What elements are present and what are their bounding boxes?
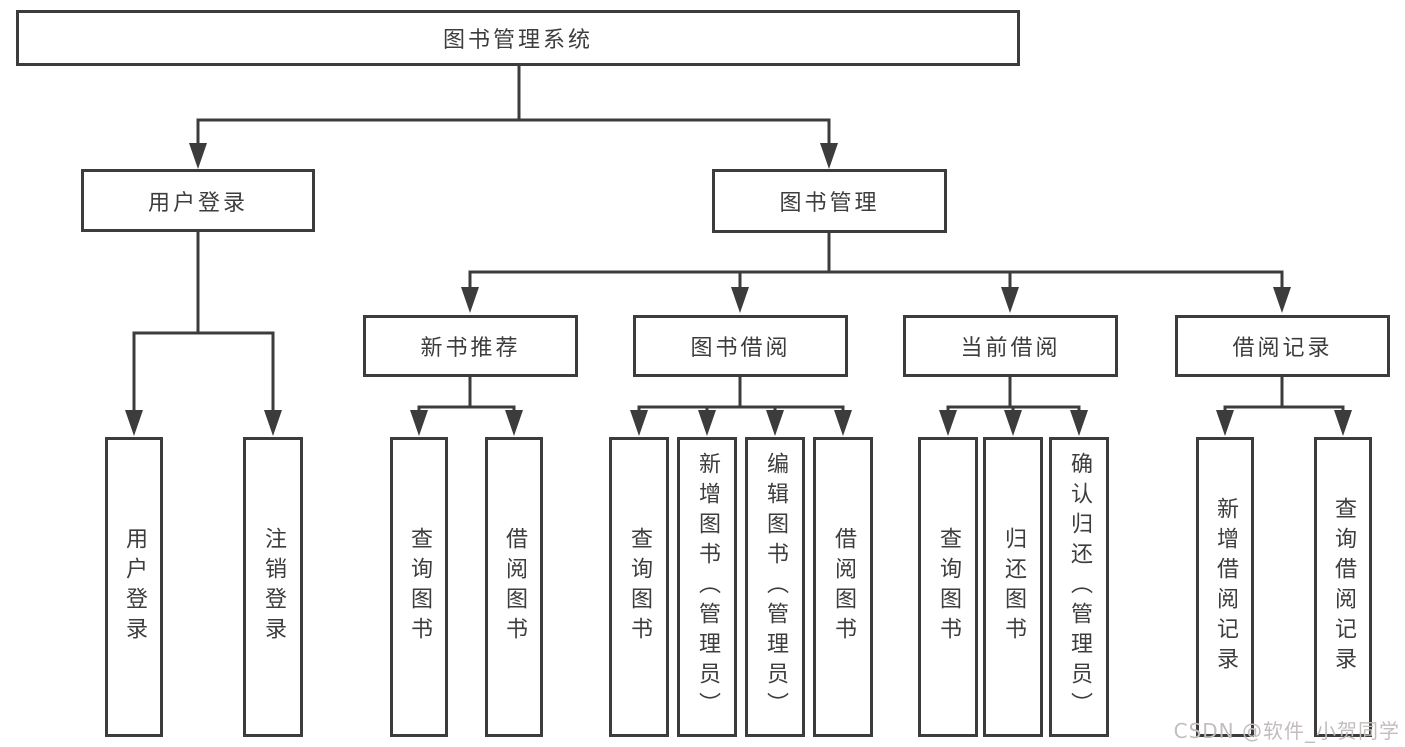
node-current-borrow: 当前借阅 [903,315,1118,377]
node-label: 图书管理 [779,191,880,216]
node-label: 查询借阅记录 [1331,497,1356,677]
node-label: 图书管理系统 [442,28,593,53]
node-label: 查询图书 [407,527,432,647]
leaf-query-book-newbook: 查询图书 [390,437,448,737]
node-label: 新增图书（管理员） [695,452,720,722]
leaf-borrow-book-newbook: 借阅图书 [485,437,543,737]
leaf-edit-book-admin: 编辑图书（管理员） [745,437,805,737]
node-root: 图书管理系统 [16,10,1020,66]
csdn-watermark: CSDN @软件_小贺同学 [1173,719,1400,743]
node-label: 新增借阅记录 [1213,497,1238,677]
node-label: 编辑图书（管理员） [763,452,788,722]
node-label: 用户登录 [122,527,147,647]
leaf-confirm-return-admin: 确认归还（管理员） [1049,437,1109,737]
node-label: 借阅图书 [831,527,856,647]
node-label: 用户登录 [147,190,248,216]
node-user-login: 用户登录 [81,169,315,232]
node-label: 归还图书 [1001,527,1026,647]
node-label: 查询图书 [936,527,961,647]
node-label: 当前借阅 [960,336,1061,361]
node-label: 图书借阅 [690,336,791,361]
node-label: 新书推荐 [420,336,521,361]
leaf-user-login: 用户登录 [105,437,163,737]
node-new-book-recommend: 新书推荐 [363,315,578,377]
leaf-return-book: 归还图书 [983,437,1043,737]
node-book-management: 图书管理 [712,169,947,233]
leaf-borrow-book: 借阅图书 [813,437,873,737]
node-label: 借阅图书 [502,527,527,647]
node-label: 注销登录 [261,527,286,647]
leaf-logout: 注销登录 [243,437,303,737]
leaf-query-book-borrow: 查询图书 [609,437,669,737]
leaf-add-borrow-record: 新增借阅记录 [1196,437,1254,737]
node-label: 借阅记录 [1232,336,1333,361]
node-book-borrow: 图书借阅 [633,315,848,377]
leaf-query-borrow-record: 查询借阅记录 [1314,437,1372,737]
node-borrow-record: 借阅记录 [1175,315,1390,377]
node-label: 确认归还（管理员） [1067,452,1092,722]
leaf-add-book-admin: 新增图书（管理员） [677,437,737,737]
node-label: 查询图书 [627,527,652,647]
leaf-query-book-current: 查询图书 [918,437,978,737]
